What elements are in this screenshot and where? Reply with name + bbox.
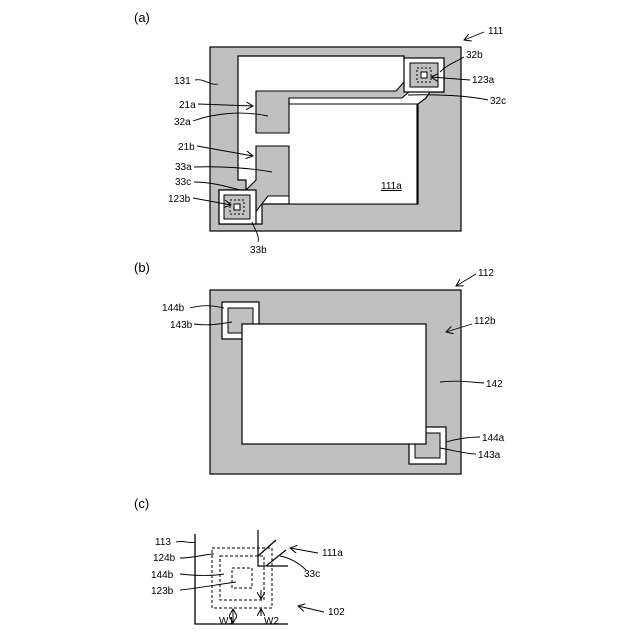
ref-144a: 144a — [482, 433, 505, 444]
leader-113 — [176, 541, 196, 542]
ref-123b: 123b — [168, 194, 191, 205]
window-white — [242, 324, 426, 444]
ref-33b: 33b — [250, 245, 267, 256]
panel-a-label: (a) — [134, 10, 150, 25]
ref-21a: 21a — [179, 100, 196, 111]
leader-111 — [464, 32, 484, 40]
leader-33c-c — [280, 556, 306, 570]
ref-32c: 32c — [490, 96, 506, 107]
ref-33a: 33a — [175, 162, 192, 173]
ref-W2: W2 — [264, 616, 279, 627]
ref-32b: 32b — [466, 50, 483, 61]
ref-142: 142 — [486, 379, 503, 390]
diag-line-2 — [266, 550, 286, 566]
ref-33c-c: 33c — [304, 569, 320, 580]
ref-111: 111 — [488, 26, 504, 37]
via-123a — [421, 72, 427, 78]
ref-112b: 112b — [474, 316, 496, 327]
panel-b: (b) 112 144b 143b 112b 142 144a 143a — [134, 260, 505, 474]
leader-112 — [456, 274, 476, 286]
panel-c-label: (c) — [134, 496, 149, 511]
ref-143b: 143b — [170, 320, 193, 331]
substrate-113-edge — [195, 534, 288, 624]
leader-124b — [180, 554, 214, 558]
panel-a: (a) — [134, 10, 506, 256]
ref-144b-c: 144b — [151, 570, 174, 581]
ref-123b-c: 123b — [151, 586, 174, 597]
ref-144b: 144b — [162, 303, 185, 314]
panel-b-label: (b) — [134, 260, 150, 275]
ref-131: 131 — [174, 76, 191, 87]
via-123b — [234, 204, 240, 210]
leader-123b-c — [180, 582, 236, 590]
ref-21b: 21b — [178, 142, 195, 153]
ref-111a: 111a — [381, 181, 402, 192]
leader-102 — [298, 606, 324, 612]
ref-112: 112 — [478, 268, 494, 279]
ref-32a: 32a — [174, 117, 191, 128]
ref-33c: 33c — [175, 177, 191, 188]
panel-c: (c) 113 124b 144b 123b 111a 33c 102 W1 — [134, 496, 345, 627]
ref-W1: W1 — [219, 616, 234, 627]
ref-123a: 123a — [472, 75, 495, 86]
ref-102: 102 — [328, 607, 345, 618]
ref-124b: 124b — [153, 553, 176, 564]
ref-143a: 143a — [478, 450, 501, 461]
ref-113: 113 — [155, 537, 171, 548]
leader-144b-c — [180, 574, 224, 576]
outline-124b — [212, 548, 272, 608]
ref-111a-c: 111a — [322, 548, 343, 559]
outline-123b — [232, 568, 252, 588]
leader-111a — [290, 548, 318, 553]
